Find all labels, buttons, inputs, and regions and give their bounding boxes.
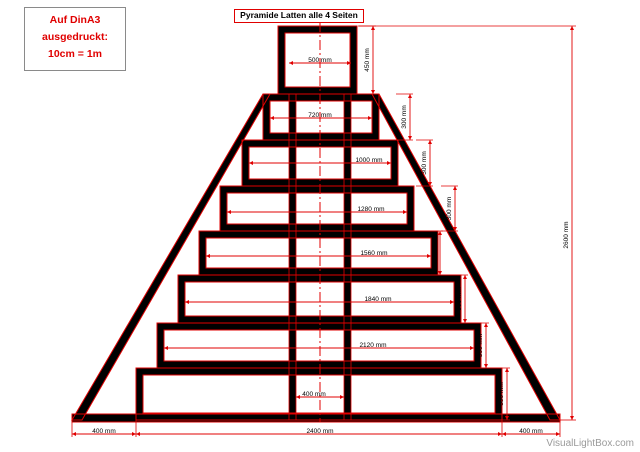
height-label-8: 350 mm [498, 382, 505, 405]
width-dim-7-head-right [470, 346, 474, 350]
watermark: VisualLightBox.com [546, 438, 634, 449]
center-post-outline-1 [288, 93, 297, 421]
width-dim-7-head-left [164, 346, 168, 350]
tier-inner-outline-7 [163, 329, 475, 362]
total-height-label: 2600 mm [563, 221, 570, 248]
width-dim-3-head-right [387, 161, 391, 165]
note-line-1: Auf DinA3 [49, 14, 101, 26]
right-leg [372, 94, 560, 420]
base-dim-right-head-right [556, 432, 560, 436]
tier-frame-7 [157, 323, 481, 368]
height-label-5: 300 mm [431, 241, 438, 264]
height-dim-2-head-bottom [408, 136, 412, 140]
width-dim-8-head-right [340, 395, 344, 399]
width-dim-4-head-left [227, 210, 231, 214]
tier-frame-2 [263, 94, 379, 140]
base-dim-left-head-left [72, 432, 76, 436]
width-label-6: 1840 mm [364, 296, 391, 303]
tier-inner-outline-2 [269, 100, 373, 134]
base-dim-center-head-left [136, 432, 140, 436]
note-line-2: ausgedruckt: [42, 31, 108, 43]
width-dim-8-head-left [296, 395, 300, 399]
base-label-left: 400 mm [92, 428, 115, 435]
height-label-3: 300 mm [421, 151, 428, 174]
height-dim-7-head-bottom [484, 364, 488, 368]
diagram-title: Pyramide Latten alle 4 Seiten [234, 9, 364, 23]
width-dim-4-head-right [403, 210, 407, 214]
height-dim-6-head-top [463, 275, 467, 279]
height-label-6: 300 mm [456, 287, 463, 310]
height-dim-3-head-top [428, 140, 432, 144]
height-dim-6-head-bottom [463, 319, 467, 323]
note-line-3: 10cm = 1m [48, 48, 102, 60]
width-dim-6-head-left [185, 300, 189, 304]
width-dim-2-head-right [368, 116, 372, 120]
base-label-right: 400 mm [519, 428, 542, 435]
height-dim-5-head-bottom [438, 271, 442, 275]
height-dim-4-head-bottom [453, 227, 457, 231]
height-label-1: 450 mm [364, 48, 371, 71]
tier-inner-outline-5 [205, 237, 432, 269]
dimension-lines [71, 22, 576, 437]
base-label-center: 2400 mm [306, 428, 333, 435]
base-beam [72, 414, 560, 422]
base-dim-left-head-right [132, 432, 136, 436]
tier-inner-outline-1 [284, 32, 351, 88]
tier-inner-outline-8 [142, 374, 496, 414]
width-label-3: 1000 mm [355, 157, 382, 164]
width-label-8: 400 mm [302, 391, 325, 398]
left-leg [72, 94, 270, 420]
height-dim-5-head-top [438, 231, 442, 235]
center-post-outline-2 [343, 93, 352, 421]
base-dim-right-head-left [502, 432, 506, 436]
wood-frame [72, 26, 560, 422]
height-label-4: 300 mm [446, 197, 453, 220]
width-label-1: 500 mm [308, 57, 331, 64]
height-dim-8-head-top [505, 368, 509, 372]
height-label-7: 300 mm [477, 334, 484, 357]
center-post-1 [289, 94, 296, 420]
width-label-7: 2120 mm [359, 342, 386, 349]
tier-frame-4 [220, 186, 414, 231]
tier-outline-8 [135, 367, 503, 421]
tier-frame-1 [278, 26, 357, 94]
dimension-labels: 500 mm 720 mm 1000 mm 1280 mm 1560 mm 1840 mm… [92, 48, 570, 435]
height-label-2: 300 mm [401, 105, 408, 128]
tier-inner-outline-4 [226, 192, 408, 225]
height-dim-1-head-top [371, 26, 375, 30]
width-label-2: 720 mm [308, 112, 331, 119]
width-dim-3-head-left [249, 161, 253, 165]
scale-note: Auf DinA3 ausgedruckt: 10cm = 1m [24, 7, 126, 71]
base-dim-center-head-right [498, 432, 502, 436]
height-dim-8-head-bottom [505, 416, 509, 420]
height-dim-3-head-bottom [428, 182, 432, 186]
width-dim-1-head-left [289, 61, 293, 65]
tier-frame-5 [199, 231, 438, 275]
height-dim-2-head-top [408, 94, 412, 98]
height-dim-7-head-top [484, 323, 488, 327]
height-dim-1-head-bottom [371, 90, 375, 94]
width-dim-2-head-left [270, 116, 274, 120]
width-dim-5-head-right [427, 254, 431, 258]
height-dim-4-head-top [453, 186, 457, 190]
base-beam-outline [71, 413, 561, 423]
total-height-dim-head-top [570, 26, 574, 30]
width-dim-5-head-left [206, 254, 210, 258]
width-dim-1-head-right [347, 61, 351, 65]
width-label-5: 1560 mm [360, 250, 387, 257]
left-leg-outline [71, 93, 271, 421]
width-dim-6-head-right [450, 300, 454, 304]
width-label-4: 1280 mm [357, 206, 384, 213]
total-height-dim-head-bottom [570, 416, 574, 420]
center-post-2 [344, 94, 351, 420]
